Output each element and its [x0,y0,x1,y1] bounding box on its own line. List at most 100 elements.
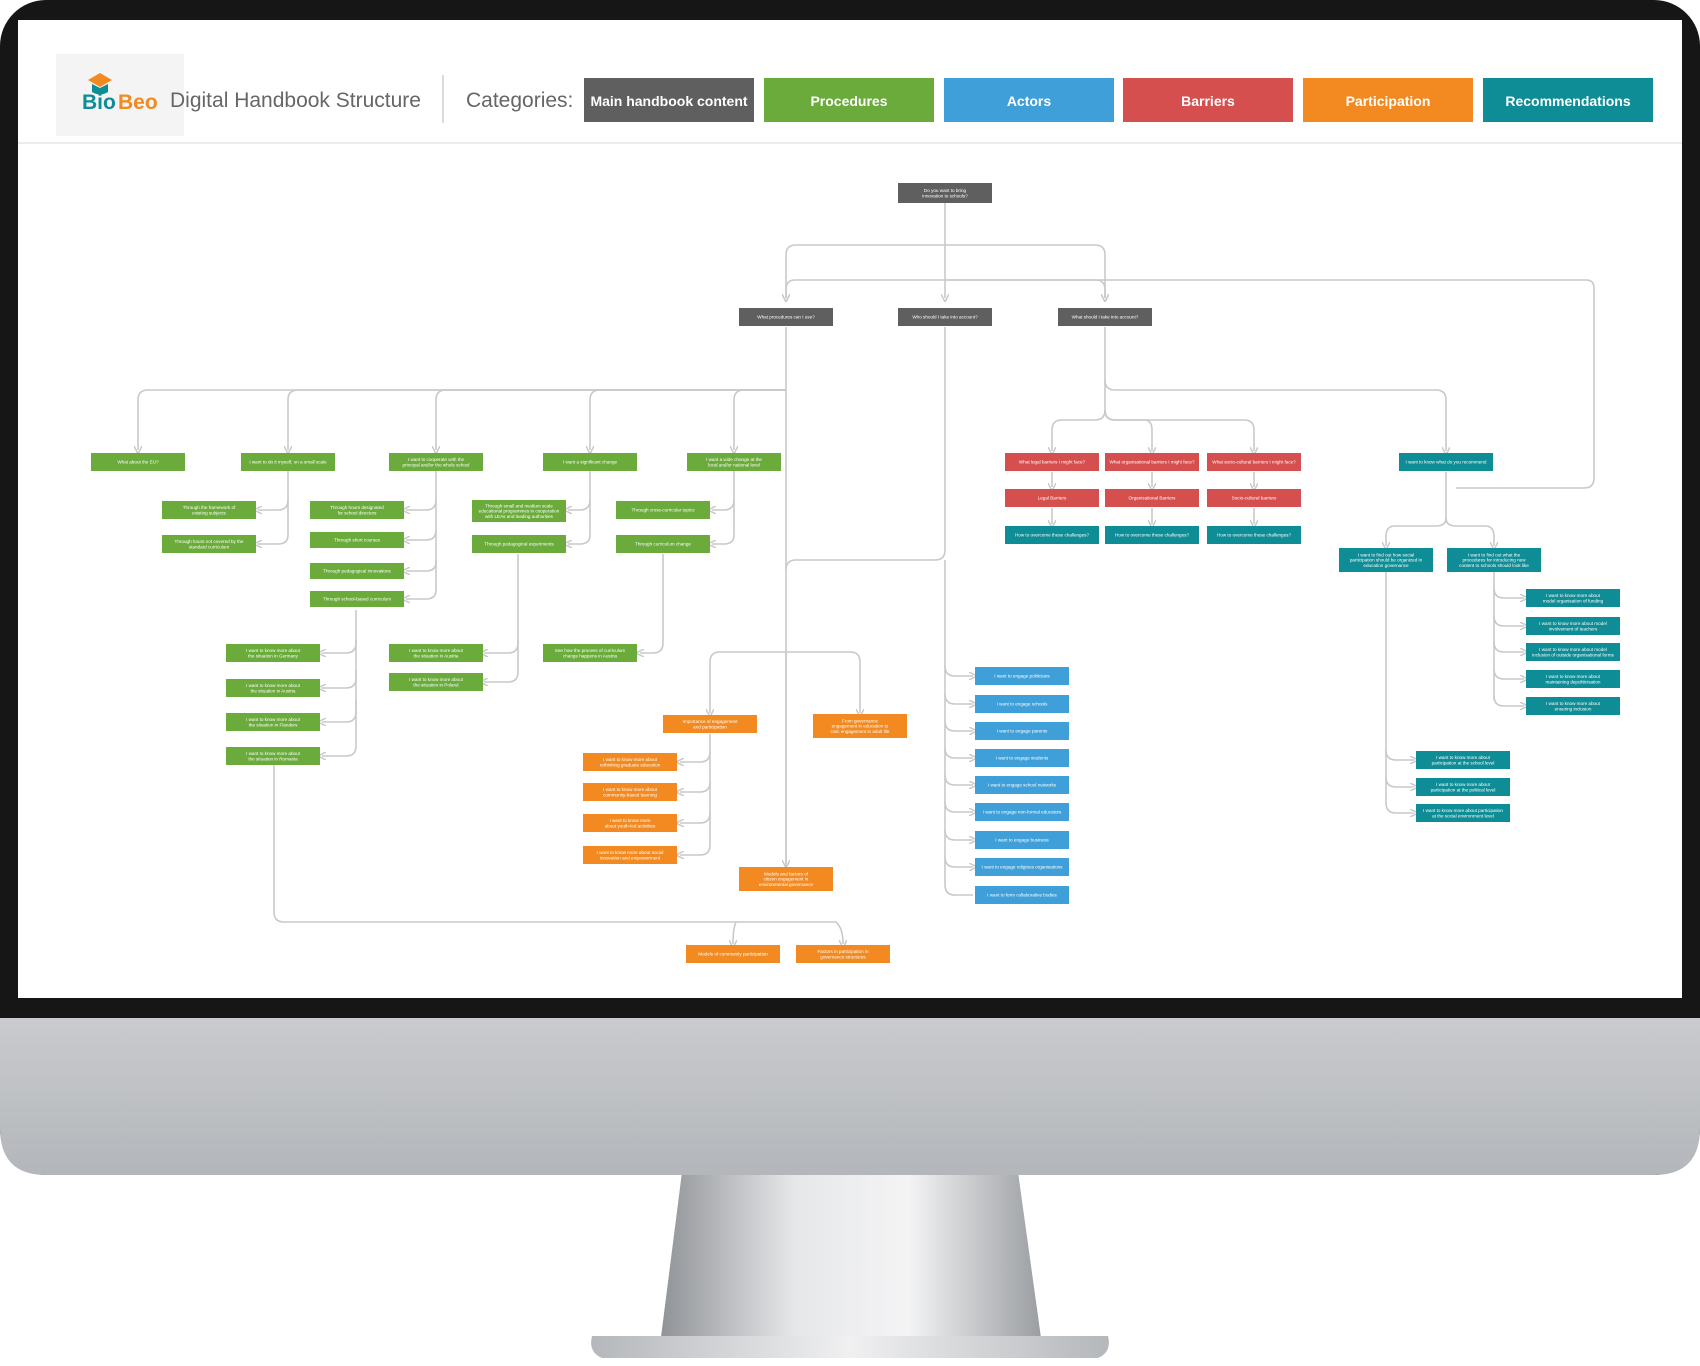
node-procedures[interactable]: I want a significant change [543,453,637,471]
node-procedures[interactable]: I want to do it myself, on a small scale [241,453,335,471]
node-actors[interactable]: I want to engage schools [975,695,1069,713]
node-label: change happens in Austria [563,653,618,658]
legend-actors[interactable]: Actors [944,78,1114,122]
node-label: involvement of teachers [1549,626,1598,631]
logo-text-beo: Beo [118,91,158,114]
node-label: Factors in participation in [817,949,869,954]
node-participation[interactable]: I want to know more about socialinnovati… [583,846,677,864]
node-recommendations[interactable]: How to overcome these challenges? [1207,526,1301,544]
node-barriers[interactable]: What legal barriers I might face? [1005,453,1099,471]
node-barriers[interactable]: Organisational Barriers [1105,489,1199,507]
legend-procedures[interactable]: Procedures [764,78,934,122]
legend-barriers[interactable]: Barriers [1123,78,1293,122]
node-barriers[interactable]: What organisational barriers I might fac… [1105,453,1199,471]
node-label: Importance of engagement [683,719,739,724]
node-box [226,644,320,662]
node-label: What legal barriers I might face? [1019,460,1086,465]
node-actors[interactable]: I want to engage non-formal educators [975,803,1069,821]
node-procedures[interactable]: Through small and medium scaleeducationa… [472,500,566,522]
node-label: local and/or national level [708,462,760,467]
node-box [389,673,483,691]
node-box [975,886,1069,904]
node-recommendations[interactable]: I want to know more about modelinvolveme… [1526,617,1620,635]
node-label: innovation and empowerment [600,855,661,860]
node-procedures[interactable]: See how the process of curriculumchange … [543,644,637,662]
node-recommendations[interactable]: I want to know what do you recommend [1399,453,1493,471]
node-procedures[interactable]: Through school-based curriculum [310,591,404,607]
node-procedures[interactable]: Through cross-curricular topics [616,501,710,519]
legend-participation[interactable]: Participation [1303,78,1473,122]
node-label: Through pedagogical innovations [323,569,391,574]
legend-main[interactable]: Main handbook content [584,78,754,122]
node-procedures[interactable]: What about the EU? [91,453,185,471]
node-label: I want a significant change [563,460,618,465]
node-procedures[interactable]: Through pedagogical experiments [472,535,566,553]
node-main[interactable]: Who should I take into account? [898,308,992,326]
node-procedures[interactable]: Through pedagogical innovations [310,563,404,579]
node-box [898,183,992,203]
node-actors[interactable]: I want to engage students [975,749,1069,767]
node-procedures[interactable]: Through hours not covered by thestandard… [162,535,256,553]
node-label: for school directors [338,510,378,515]
node-box [472,500,566,522]
node-actors[interactable]: I want to engage politicians [975,667,1069,685]
node-label: I want to form collaborative bodies [987,893,1057,898]
node-main[interactable]: What procedures can I use? [739,308,833,326]
node-box [1416,778,1510,796]
node-barriers[interactable]: Socio-cultural barriers [1207,489,1301,507]
node-actors[interactable]: I want to engage school networks [975,776,1069,794]
legend-recommendations[interactable]: Recommendations [1483,78,1653,122]
node-procedures[interactable]: Through short courses [310,532,404,548]
legend-swatch [1123,78,1293,122]
node-recommendations[interactable]: I want to know more about participationa… [1416,804,1510,822]
node-procedures[interactable]: Through curriculum change [616,535,710,553]
node-recommendations[interactable]: I want to find out how socialparticipati… [1339,548,1433,572]
node-label: ensuring inclusion [1555,706,1592,711]
node-recommendations[interactable]: How to overcome these challenges? [1105,526,1199,544]
node-actors[interactable]: I want to form collaborative bodies [975,886,1069,904]
node-box [616,501,710,519]
node-label: I want to engage students [996,756,1049,761]
node-barriers[interactable]: Legal Barriers [1005,489,1099,507]
node-barriers[interactable]: What socio-cultural barriers I might fac… [1207,453,1301,471]
node-recommendations[interactable]: How to overcome these challenges? [1005,526,1099,544]
node-label: I want a wide change at the [706,457,762,462]
node-actors[interactable]: I want to engage business [975,831,1069,849]
node-label: Through hours not covered by the [175,539,244,544]
node-participation[interactable]: I want to know more aboutcommunity-based… [583,783,677,801]
node-box [1399,453,1493,471]
node-label: existing subjects [192,510,226,515]
node-box [162,535,256,553]
node-box [1526,670,1620,688]
node-main[interactable]: What should I take into account? [1058,308,1152,326]
node-recommendations[interactable]: I want to know more about modelinclusion… [1526,643,1620,661]
node-participation[interactable]: Models of community participation [686,945,780,963]
node-actors[interactable]: I want to engage parents [975,722,1069,740]
node-actors[interactable]: I want to engage religious organisations [975,858,1069,876]
